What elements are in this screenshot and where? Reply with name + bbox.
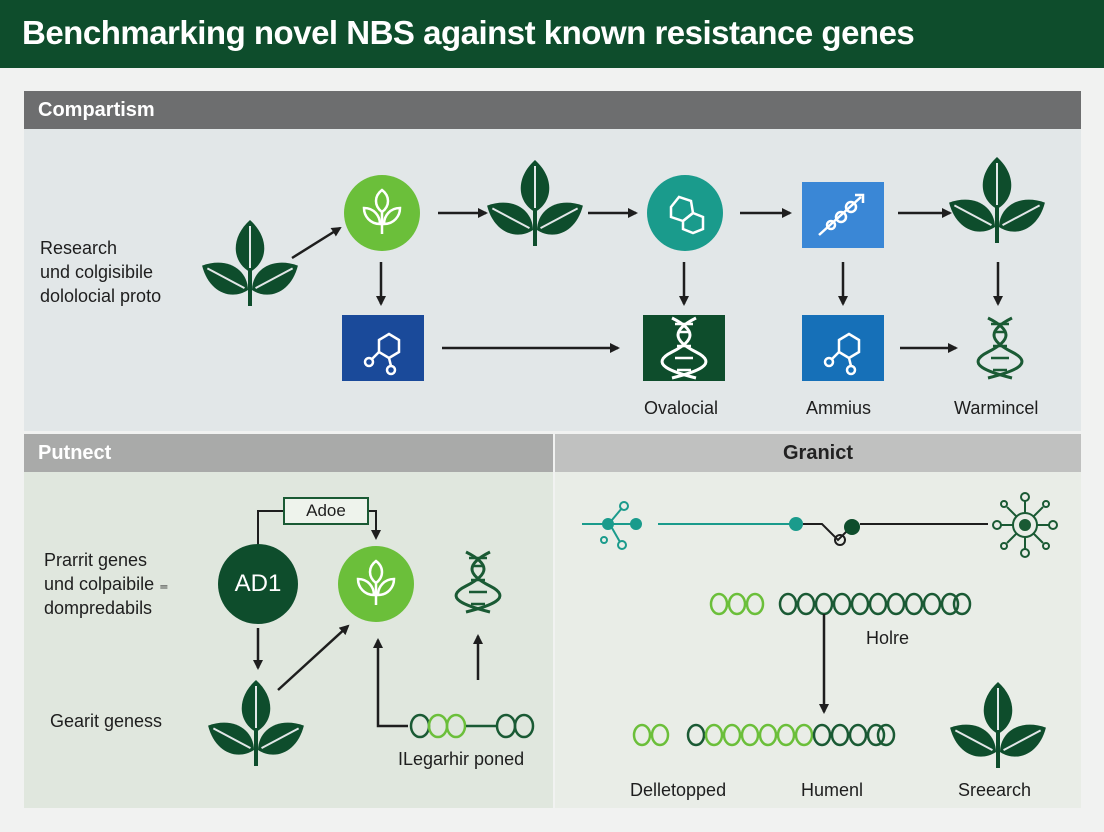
ad1-label: AD1 bbox=[234, 570, 282, 597]
arrow bbox=[369, 510, 381, 540]
connector bbox=[257, 510, 283, 545]
node bbox=[789, 517, 803, 531]
dna-icon bbox=[454, 550, 502, 614]
molecule-square bbox=[802, 315, 884, 381]
molecule-icon bbox=[669, 195, 705, 235]
br-label-1: Delletopped bbox=[630, 780, 727, 800]
dna-icon bbox=[976, 316, 1024, 380]
bottom-left-header: Putnect bbox=[24, 434, 553, 472]
analysis-square bbox=[802, 182, 884, 248]
arrow bbox=[277, 624, 350, 691]
top-label-3: Warmincel bbox=[954, 398, 1039, 418]
top-label-1: Ovalocial bbox=[644, 398, 719, 418]
top-left-line-3: dololocial proto bbox=[40, 286, 162, 306]
network-hub-icon bbox=[992, 492, 1058, 558]
network-node-icon bbox=[582, 501, 642, 550]
plant-icon bbox=[195, 220, 304, 306]
pathway-icon bbox=[818, 193, 865, 236]
top-label-2: Ammius bbox=[806, 398, 872, 418]
gene-sequence-short bbox=[632, 723, 670, 747]
plant-icon bbox=[480, 160, 589, 246]
plant-icon bbox=[201, 680, 310, 766]
bl-line-1: Prarrit genes bbox=[44, 550, 148, 570]
top-left-line-1: Research bbox=[40, 238, 118, 258]
adoe-box: Adoe bbox=[283, 497, 369, 525]
gene-sequence-short bbox=[709, 592, 765, 616]
br-label-2: Humenl bbox=[801, 780, 864, 800]
top-left-text: Research und colgisibile dololocial prot… bbox=[40, 236, 161, 308]
molecule-circle bbox=[647, 175, 723, 251]
title-bar: Benchmarking novel NBS against known res… bbox=[0, 0, 1104, 68]
gene-sequence-long bbox=[686, 723, 896, 747]
connector bbox=[803, 523, 851, 542]
plant-icon bbox=[943, 682, 1052, 768]
bl-line-2: und colpaibile ₌ bbox=[44, 574, 169, 594]
arrow bbox=[373, 638, 408, 728]
top-panel-header: Compartism bbox=[24, 91, 1081, 129]
holre-label: Holre bbox=[866, 628, 910, 648]
gene-chain-icon bbox=[409, 713, 535, 739]
bottom-right-header: Granict bbox=[555, 434, 1081, 472]
chain-label: ILegarhir poned bbox=[398, 749, 525, 769]
arrow bbox=[291, 226, 342, 260]
molecule-square bbox=[342, 315, 424, 381]
ad1-circle: AD1 bbox=[218, 544, 298, 624]
top-left-line-2: und colgisibile bbox=[40, 262, 154, 282]
node bbox=[844, 519, 860, 535]
page-title: Benchmarking novel NBS against known res… bbox=[22, 14, 915, 51]
bottom-left-text: Prarrit genes und colpaibile ₌ dompredab… bbox=[44, 548, 169, 620]
bl-line-3: dompredabils bbox=[44, 598, 153, 618]
br-label-3: Sreearch bbox=[958, 780, 1032, 800]
gene-sequence-long bbox=[778, 592, 972, 616]
gene-label: Gearit geness bbox=[50, 711, 163, 731]
plant-icon bbox=[942, 157, 1051, 243]
top-panel bbox=[24, 91, 1081, 431]
